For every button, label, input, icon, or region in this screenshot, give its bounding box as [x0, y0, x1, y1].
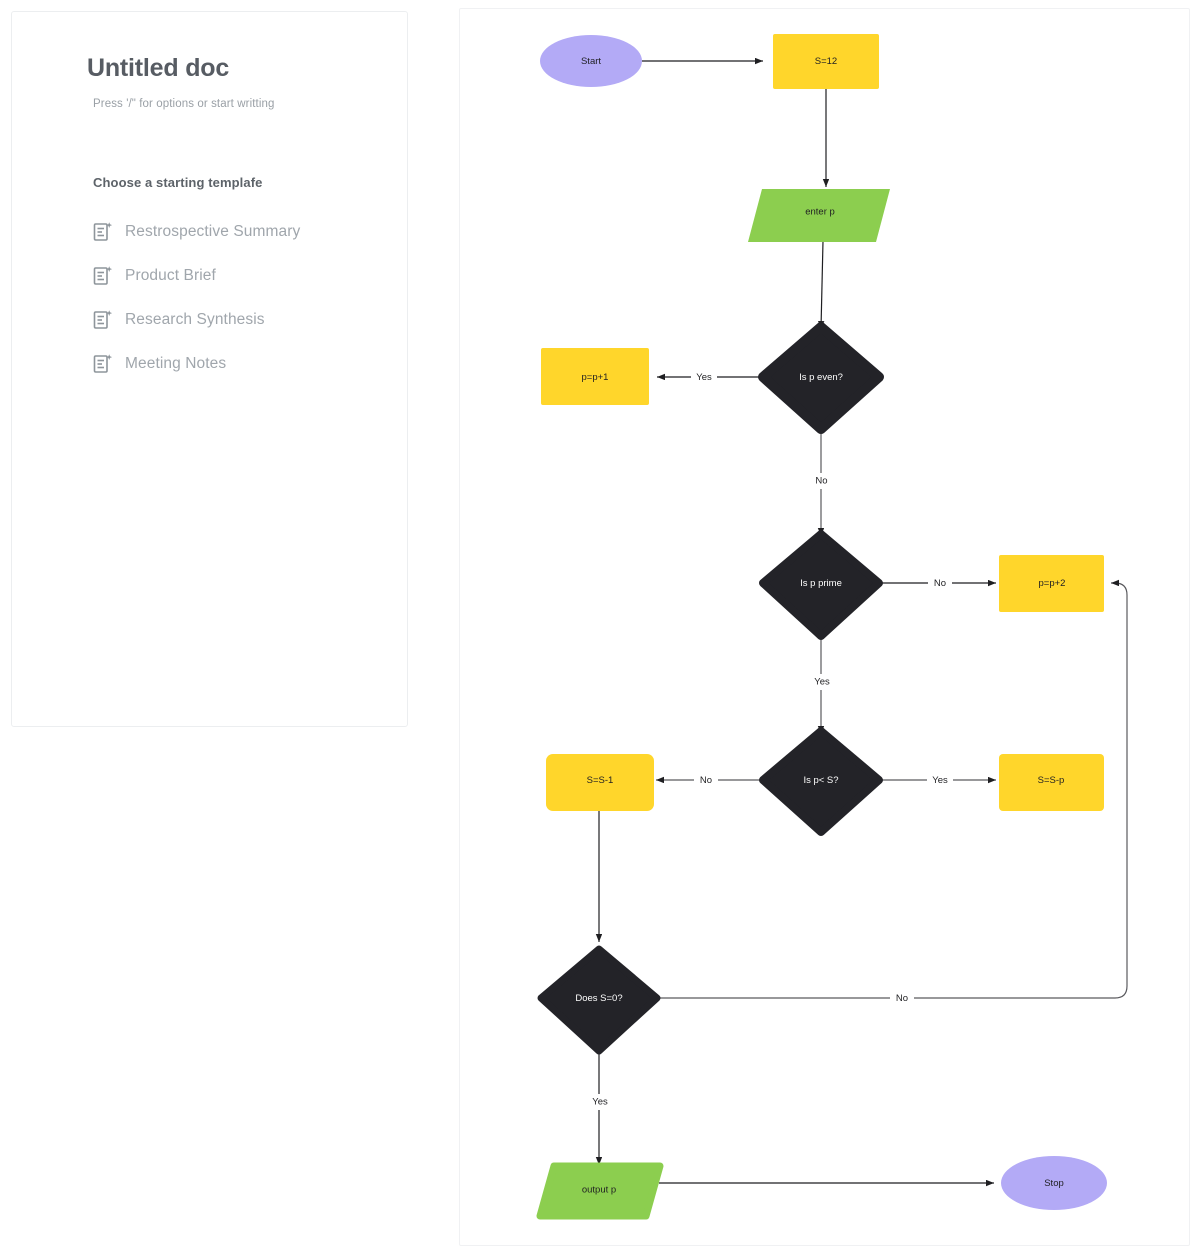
- node-pplus1-label: p=p+1: [582, 372, 609, 383]
- node-sminusp[interactable]: S=S-p: [999, 754, 1104, 811]
- edge-label-plessS-yes: Yes: [932, 775, 948, 786]
- edge-label-plessS-no: No: [700, 775, 712, 786]
- edge-label-layer: Yes No No Yes No Yes No Yes: [587, 369, 953, 1110]
- flowchart-canvas[interactable]: Yes No No Yes No Yes No Yes: [459, 8, 1190, 1246]
- node-outputp-label: output p: [582, 1185, 616, 1196]
- edge-enterp-to-iseven: [817, 240, 825, 330]
- node-s12-label: S=12: [815, 56, 837, 67]
- node-plessS[interactable]: Is p< S?: [759, 727, 883, 836]
- node-sminusp-label: S=S-p: [1038, 775, 1065, 786]
- edge-sIszero-to-pplus2-loop: [657, 579, 1128, 999]
- node-sminus1[interactable]: S=S-1: [546, 754, 654, 811]
- document-sparkle-icon: [93, 353, 113, 375]
- node-pplus2[interactable]: p=p+2: [999, 555, 1104, 612]
- flowchart-svg: Yes No No Yes No Yes No Yes: [536, 34, 1128, 1220]
- template-item-meeting-notes[interactable]: Meeting Notes: [93, 342, 393, 386]
- editor-placeholder-hint: Press '/" for options or start writting: [93, 98, 275, 110]
- node-outputp[interactable]: output p: [536, 1162, 664, 1220]
- node-sIszero[interactable]: Does S=0?: [537, 945, 661, 1055]
- template-item-research-synthesis[interactable]: Research Synthesis: [93, 298, 393, 342]
- edge-label-iseven-no: No: [815, 476, 827, 487]
- node-plessS-label: Is p< S?: [803, 775, 838, 786]
- node-isprime-label: Is p prime: [800, 578, 842, 589]
- node-enterp-label: enter p: [805, 207, 835, 218]
- edge-label-sIszero-yes: Yes: [592, 1097, 608, 1108]
- edge-label-isprime-no: No: [934, 578, 946, 589]
- edge-label-iseven-yes: Yes: [696, 372, 712, 383]
- edge-label-isprime-yes: Yes: [814, 677, 830, 688]
- node-sminus1-label: S=S-1: [587, 775, 614, 786]
- document-sparkle-icon: [93, 221, 113, 243]
- template-item-label: Meeting Notes: [125, 355, 227, 372]
- template-item-label: Research Synthesis: [125, 311, 265, 328]
- edge-label-sIszero-no: No: [896, 993, 908, 1004]
- node-stop[interactable]: Stop: [1001, 1156, 1107, 1210]
- node-pplus2-label: p=p+2: [1039, 578, 1066, 589]
- node-pplus1[interactable]: p=p+1: [541, 348, 649, 405]
- templates-heading: Choose a starting templafe: [93, 175, 263, 190]
- template-item-product-brief[interactable]: Product Brief: [93, 254, 393, 298]
- node-stop-label: Stop: [1044, 1178, 1064, 1189]
- node-start[interactable]: Start: [540, 35, 642, 87]
- template-list: Restrospective Summary Product Brief: [93, 210, 393, 386]
- template-item-restrospective-summary[interactable]: Restrospective Summary: [93, 210, 393, 254]
- node-iseven[interactable]: Is p even?: [758, 322, 884, 434]
- document-panel: Untitled doc Press '/" for options or st…: [11, 11, 408, 727]
- document-sparkle-icon: [93, 309, 113, 331]
- page-title: Untitled doc: [87, 54, 230, 82]
- node-enterp[interactable]: enter p: [748, 189, 890, 242]
- template-item-label: Restrospective Summary: [125, 223, 301, 240]
- node-start-label: Start: [581, 56, 601, 67]
- template-item-label: Product Brief: [125, 267, 216, 284]
- node-sIszero-label: Does S=0?: [575, 993, 622, 1004]
- node-isprime[interactable]: Is p prime: [759, 530, 883, 640]
- node-s12[interactable]: S=12: [773, 34, 879, 89]
- node-iseven-label: Is p even?: [799, 372, 843, 383]
- document-sparkle-icon: [93, 265, 113, 287]
